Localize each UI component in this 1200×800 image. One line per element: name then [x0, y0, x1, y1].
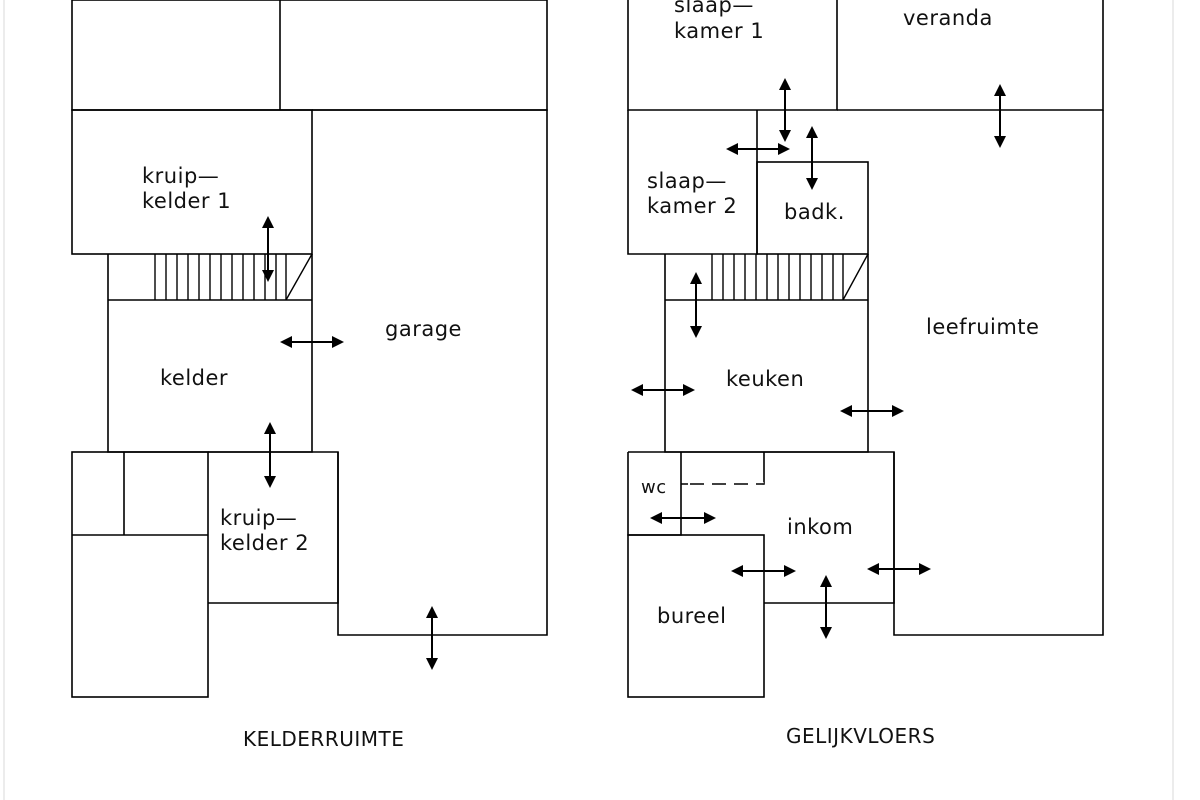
room-kruipkelder-2 — [208, 451, 339, 604]
hatched-area-top — [71, 0, 548, 111]
arrow-wc-inkom — [650, 512, 716, 524]
ground-stairs — [711, 253, 869, 301]
label-kruipkelder-1-line2: kelder 1 — [142, 189, 231, 213]
room-leefruimte — [893, 110, 1104, 636]
label-keuken: keuken — [726, 367, 804, 391]
room-inkom — [628, 451, 895, 604]
room-garage — [312, 109, 548, 636]
label-wc: wc — [641, 477, 667, 498]
arrow-hall-badkamer — [806, 126, 818, 190]
label-badkamer: badk. — [784, 200, 845, 224]
arrow-inkom-entrance — [820, 575, 832, 639]
arrow-stairs-keuken — [690, 272, 702, 338]
arrow-keuken-exterior — [631, 384, 695, 396]
room-kruipkelder-1 — [71, 109, 313, 255]
basement-title: KELDERRUIMTE — [243, 727, 404, 751]
arrow-garage-exit — [426, 606, 438, 670]
hatched-area-bottom — [71, 451, 209, 698]
label-garage: garage — [385, 317, 462, 341]
label-kelder: kelder — [160, 366, 228, 390]
ground-floor-title: GELIJKVLOERS — [786, 724, 935, 748]
ground-floor-plan: slaap— kamer 1 veranda slaap— kamer 2 ba… — [627, 0, 1104, 748]
label-slaapkamer-2-line2: kamer 2 — [647, 194, 737, 218]
basement-plan: kruip— kelder 1 kelder garage kruip— kel… — [71, 0, 548, 751]
label-inkom: inkom — [787, 515, 853, 539]
arrow-keuken-leefruimte — [840, 405, 904, 417]
label-slaapkamer-2-line1: slaap— — [647, 169, 727, 193]
label-slaapkamer-1-line1: slaap— — [674, 0, 754, 17]
arrow-bureel-inkom — [731, 565, 796, 577]
label-bureel: bureel — [657, 604, 727, 628]
arrow-slaapkamer1-hall — [779, 78, 791, 142]
arrow-veranda-leefruimte — [994, 84, 1006, 148]
label-veranda: veranda — [903, 6, 993, 30]
label-kruipkelder-1-line1: kruip— — [142, 164, 219, 188]
arrow-kelder-garage — [280, 336, 344, 348]
label-leefruimte: leefruimte — [926, 315, 1039, 339]
arrow-kelder-kruipkelder2 — [264, 422, 276, 488]
room-slaapkamer-1 — [627, 0, 838, 111]
label-kruipkelder-2-line2: kelder 2 — [220, 531, 309, 555]
room-bureel — [627, 534, 765, 698]
arrow-inkom-leefruimte — [867, 563, 931, 575]
arrow-kruipkelder1-stairs — [262, 216, 274, 282]
label-kruipkelder-2-line1: kruip— — [220, 506, 297, 530]
label-slaapkamer-1-line2: kamer 1 — [674, 19, 764, 43]
arrow-slaapkamer2-hall — [726, 143, 790, 155]
basement-stairs — [154, 253, 313, 301]
